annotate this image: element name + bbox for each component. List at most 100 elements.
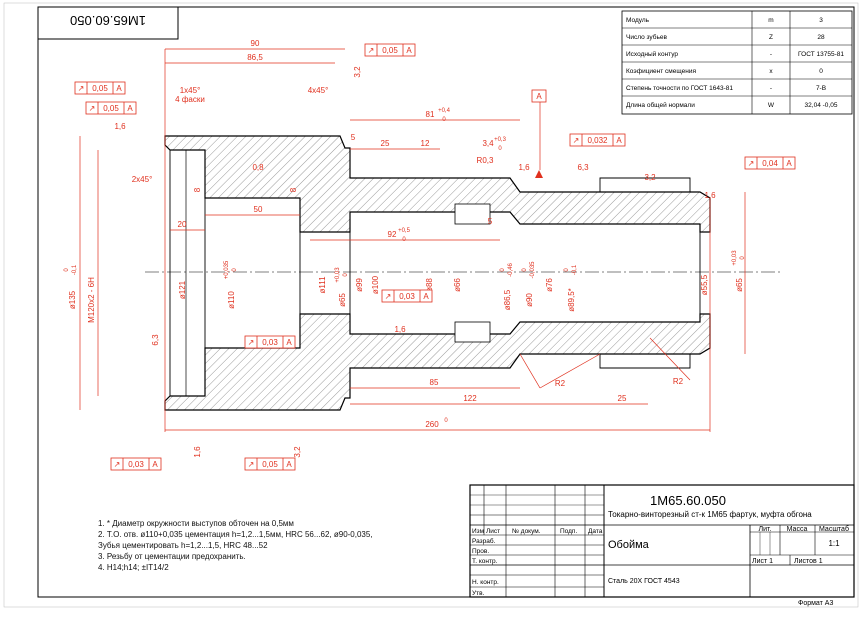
dim-ch2: 4x45°: [308, 86, 329, 95]
dim-phi65at: +0,03: [335, 267, 341, 283]
col-doc: № докум.: [512, 528, 541, 535]
title-subtitle: Токарно-винторезный ст-к 1М65 фартук, му…: [608, 510, 812, 519]
dim-ch1: 1x45°: [180, 86, 201, 95]
dim-phi89_5t2: -0,1: [572, 264, 578, 275]
drawing-frame: [37, 6, 855, 598]
tolerance-val: 0,04: [762, 159, 778, 168]
dim-ch1b: 4 фаски: [175, 95, 205, 104]
dim-r2a: R2: [555, 379, 566, 388]
param-sym: x: [769, 68, 773, 75]
sheet-border: [3, 2, 859, 608]
dim-d50: 50: [254, 205, 263, 214]
title-block: 1M65.60.050 Токарно-винторезный ст-к 1М6…: [469, 484, 855, 607]
role-developer: Разраб.: [472, 537, 496, 545]
dim-d90: 90: [251, 39, 260, 48]
material: Сталь 20Х ГОСТ 4543: [608, 578, 680, 585]
tolerance-ref: A: [127, 104, 133, 113]
tolerance-sym: ↗: [573, 136, 580, 145]
dim-d3_4_tol: +0,3: [494, 137, 507, 143]
dim-d8b: 8: [289, 187, 298, 192]
sheets-total: Листов 1: [794, 558, 823, 565]
tolerance-ref: A: [406, 46, 412, 55]
dim-r32b: 3,2: [644, 173, 656, 182]
tolerance-sym: ↗: [89, 104, 96, 113]
mass-label: Масса: [787, 526, 808, 533]
tolerance-frame: ↗ 0,05 A: [74, 81, 126, 95]
param-sym: -: [770, 51, 772, 58]
dim-phi66: ø66: [453, 278, 462, 292]
tolerance-sym: ↗: [248, 460, 255, 469]
part-section: [145, 135, 780, 411]
tolerance-ref: A: [116, 84, 122, 93]
dim-r16c: 1,6: [704, 191, 716, 200]
dim-phi89_5t: 0: [564, 268, 570, 272]
dim-d3_4: 3,4: [482, 139, 494, 148]
datum-a-marker: A: [531, 89, 547, 178]
param-sym: -: [770, 85, 772, 92]
dim-d81: 81: [426, 110, 435, 119]
dim-phi65at2: 0: [343, 273, 349, 277]
dim-ch3: 2x45°: [132, 175, 153, 184]
param-val: 32,04 -0,05: [805, 102, 838, 109]
role-checker: Пров.: [472, 548, 489, 555]
dim-phi110t2: 0: [232, 268, 238, 272]
scale-label: Масштаб: [819, 525, 849, 533]
dim-d20: 20: [178, 220, 187, 229]
dim-d85: 85: [430, 378, 439, 387]
dim-d8a: 8: [193, 187, 202, 192]
param-name: Число зубьев: [626, 33, 667, 41]
col-izm: Изм: [472, 528, 485, 535]
drawing-number-box: 1M65.60.050: [37, 6, 179, 40]
tolerance-sym: ↗: [114, 460, 121, 469]
part-name: Обойма: [608, 539, 650, 551]
param-name: Длина общей нормали: [626, 101, 695, 109]
technical-notes: 1. * Диаметр окружности выступов обточен…: [98, 518, 373, 573]
param-name: Исходный контур: [626, 50, 678, 58]
dim-phi86_5: ø86,5: [503, 289, 512, 310]
dim-phi65a: ø65: [338, 293, 347, 307]
dim-r0_3: R0,3: [477, 156, 494, 165]
dim-r16a: 1,6: [114, 122, 126, 131]
tolerance-val: 0,05: [92, 84, 108, 93]
param-val: 3: [819, 17, 823, 24]
dim-phi90t: 0: [522, 268, 528, 272]
dim-r32c: 3,2: [293, 446, 302, 458]
dim-phi111: ø111: [318, 276, 327, 294]
tolerance-val: 0,03: [399, 292, 415, 301]
col-date: Дата: [588, 528, 603, 535]
dim-r16d: 1,6: [394, 325, 406, 334]
dim-d92_tol2: 0: [402, 237, 406, 243]
param-sym: W: [768, 102, 775, 109]
role-tech-control: Т. контр.: [472, 558, 498, 565]
dim-d81_tol: +0,4: [438, 108, 451, 114]
dim-phi65bt: +0,03: [732, 250, 738, 266]
dim-m120: M120x2 - 6H: [87, 277, 96, 323]
dim-d3_4_tol2: 0: [498, 146, 502, 152]
scale-value: 1:1: [828, 539, 840, 548]
param-val: 28: [817, 34, 825, 41]
datum-label: A: [536, 92, 542, 101]
param-val: 0: [819, 68, 823, 75]
dim-phi99: ø99: [355, 278, 364, 292]
dim-d92: 92: [388, 230, 397, 239]
lit-label: Лит.: [759, 526, 772, 533]
dim-phi90: ø90: [525, 293, 534, 307]
dim-d260_tol: 0: [444, 418, 448, 424]
role-approved: Утв.: [472, 590, 485, 597]
dim-phi89_5: ø89,5*: [567, 288, 576, 312]
tolerance-val: 0,03: [262, 338, 278, 347]
dim-phi86_5t2: -0,46: [508, 263, 514, 277]
param-sym: Z: [769, 34, 773, 41]
dim-phi76: ø76: [545, 278, 554, 292]
dim-r16b: 1,6: [518, 163, 530, 172]
tolerance-sym: ↗: [78, 84, 85, 93]
dim-r32a: 3,2: [353, 66, 362, 78]
dim-r63a: 6,3: [577, 163, 589, 172]
tolerance-sym: ↗: [748, 159, 755, 168]
dim-d25: 25: [381, 139, 390, 148]
